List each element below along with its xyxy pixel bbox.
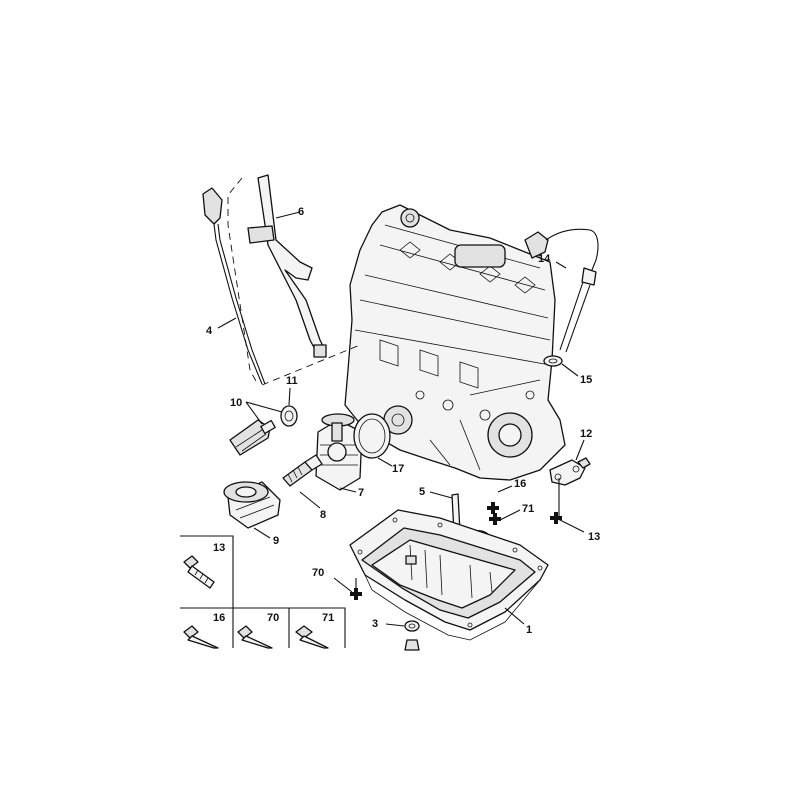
oil-sump <box>349 509 549 641</box>
callout-13: 13 <box>588 531 600 543</box>
callout-10: 10 <box>230 397 242 409</box>
sensor-seal <box>543 355 563 367</box>
guide-line <box>227 177 259 386</box>
dipstick <box>202 187 266 385</box>
callout-9: 9 <box>273 535 279 547</box>
drain-plug-washer <box>404 620 420 632</box>
callout-3: 3 <box>372 618 378 630</box>
callout-1: 1 <box>526 624 532 636</box>
table-cell-16-label: 16 <box>213 612 225 624</box>
sealing-washer <box>280 405 298 427</box>
callout-labels: 6 4 14 15 11 10 17 7 8 9 5 16 71 12 13 7… <box>206 206 600 636</box>
oil-level-sensor <box>524 228 599 353</box>
callout-5: 5 <box>419 486 425 498</box>
callout-17: 17 <box>392 463 404 475</box>
oil-pressure-switch <box>229 419 276 456</box>
bolt-71-icon <box>295 625 329 649</box>
bolt-13-icon <box>183 555 215 589</box>
cross-marker-16 <box>487 502 499 514</box>
fastener-table: 13 16 70 71 <box>180 535 346 649</box>
callout-8: 8 <box>320 509 326 521</box>
bolt-70-icon <box>237 625 273 649</box>
callout-70: 70 <box>312 567 324 579</box>
oil-cooler <box>315 413 363 491</box>
bracket <box>549 457 591 486</box>
table-cell-13-label: 13 <box>213 542 225 554</box>
cross-marker-71 <box>489 513 501 525</box>
callout-71: 71 <box>522 503 534 515</box>
callout-6: 6 <box>298 206 304 218</box>
fastener-markers <box>350 502 562 600</box>
leader-lines <box>217 211 585 627</box>
callout-12: 12 <box>580 428 592 440</box>
oil-filter <box>223 481 281 529</box>
dipstick-tube <box>247 174 327 358</box>
callout-7: 7 <box>358 487 364 499</box>
callout-4: 4 <box>206 325 213 337</box>
table-cell-71-label: 71 <box>322 612 334 624</box>
drain-plug <box>404 639 420 651</box>
engine-block <box>344 204 566 481</box>
cross-marker-13 <box>550 512 562 524</box>
callout-14: 14 <box>538 253 551 265</box>
callout-16: 16 <box>514 478 526 490</box>
union-bolt <box>282 454 323 487</box>
callout-15: 15 <box>580 374 592 386</box>
guide-line <box>261 344 361 386</box>
bolt-16-icon <box>183 625 219 649</box>
cross-marker-70 <box>350 588 362 600</box>
callout-11: 11 <box>286 375 298 387</box>
o-ring <box>353 413 391 459</box>
table-cell-70-label: 70 <box>267 612 279 624</box>
